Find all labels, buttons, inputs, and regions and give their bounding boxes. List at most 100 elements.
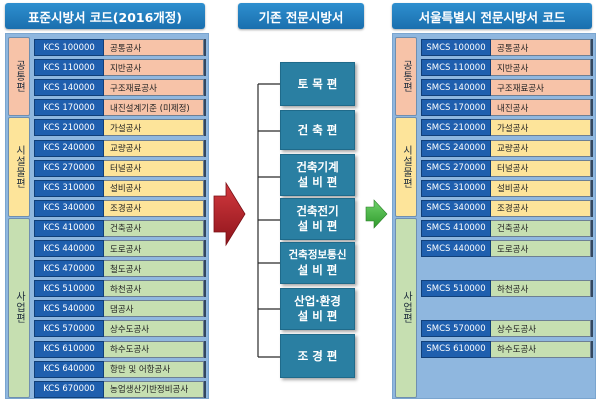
left-code-label: KCS 610000 [34, 340, 104, 358]
left-row-end-marker [204, 260, 206, 278]
left-code-label: KCS 210000 [34, 119, 104, 137]
right-work-name: 내진공사 [491, 99, 591, 117]
left-row-end-marker [204, 39, 206, 56]
red-right-arrow-icon [213, 181, 246, 247]
existing-spec-line1: 건 축 편 [297, 122, 338, 137]
left-row-end-marker [204, 159, 206, 177]
left-work-name: 교량공사 [104, 139, 204, 157]
left-row-end-marker [204, 280, 206, 298]
right-category-2: 사업편 [395, 217, 417, 398]
right-work-name: 터널공사 [491, 159, 591, 177]
right-code-label: SMCS 510000 [421, 280, 491, 298]
right-work-name: 도로공사 [491, 240, 591, 257]
existing-spec-line1: 건축전기 [296, 204, 339, 218]
existing-spec-line2: 설 비 편 [297, 309, 338, 323]
existing-spec-line1: 건축기계 [296, 160, 339, 174]
right-row-end-marker [591, 59, 593, 77]
left-code-label: KCS 110000 [34, 59, 104, 77]
right-row-end-marker [591, 280, 593, 298]
right-work-name: 공통공사 [491, 39, 591, 56]
existing-spec-line2: 설 비 편 [297, 263, 338, 277]
left-work-name: 설비공사 [104, 179, 204, 197]
right-row-end-marker [591, 179, 593, 197]
right-row-end-marker [591, 159, 593, 177]
left-category-label: 사업편 [13, 291, 25, 325]
existing-spec-box-1: 토 목 편 [280, 62, 355, 106]
right-row-end-marker [591, 199, 593, 217]
left-code-label: KCS 340000 [34, 199, 104, 217]
left-code-label: KCS 100000 [34, 39, 104, 56]
left-code-label: KCS 670000 [34, 380, 104, 398]
right-work-name: 조경공사 [491, 199, 591, 217]
left-row-end-marker [204, 79, 206, 97]
left-work-name: 내진설계기준 (미제정) [104, 99, 204, 117]
left-work-name: 공통공사 [104, 39, 204, 56]
right-row-end-marker [591, 79, 593, 97]
right-code-label: SMCS 110000 [421, 59, 491, 77]
right-code-label: SMCS 100000 [421, 39, 491, 56]
left-work-name: 도로공사 [104, 240, 204, 257]
right-code-label: SMCS 270000 [421, 159, 491, 177]
left-category-label: 공통편 [13, 60, 25, 94]
left-work-name: 상수도공사 [104, 320, 204, 338]
right-code-label: SMCS 240000 [421, 139, 491, 157]
right-code-label: SMCS 210000 [421, 119, 491, 137]
right-code-label: SMCS 570000 [421, 320, 491, 338]
left-code-label: KCS 470000 [34, 260, 104, 278]
right-work-name: 가설공사 [491, 119, 591, 137]
left-work-name: 가설공사 [104, 119, 204, 137]
left-code-label: KCS 170000 [34, 99, 104, 117]
left-work-name: 하수도공사 [104, 340, 204, 358]
right-work-name: 상수도공사 [491, 320, 591, 338]
left-code-label: KCS 310000 [34, 179, 104, 197]
existing-spec-box-2: 건 축 편 [280, 110, 355, 150]
left-code-label: KCS 640000 [34, 360, 104, 378]
middle-header: 기존 전문시방서 [238, 3, 364, 29]
left-work-name: 건축공사 [104, 219, 204, 237]
right-row-end-marker [591, 139, 593, 157]
existing-spec-line2: 설 비 편 [297, 219, 338, 233]
left-category-2: 사업편 [8, 217, 30, 398]
right-code-label: SMCS 410000 [421, 219, 491, 237]
left-work-name: 하천공사 [104, 280, 204, 298]
right-code-label: SMCS 140000 [421, 79, 491, 97]
right-code-label: SMCS 440000 [421, 240, 491, 257]
left-work-name: 터널공사 [104, 159, 204, 177]
right-category-1: 시설물편 [395, 117, 417, 217]
existing-spec-line2: 설 비 편 [297, 175, 338, 189]
right-work-name: 하수도공사 [491, 340, 591, 358]
left-code-label: KCS 270000 [34, 159, 104, 177]
left-category-0: 공통편 [8, 37, 30, 117]
green-right-arrow-icon [365, 199, 388, 229]
right-work-name: 하천공사 [491, 280, 591, 298]
left-row-end-marker [204, 380, 206, 398]
existing-spec-line1: 건축정보통신 [288, 249, 347, 261]
right-work-name: 지반공사 [491, 59, 591, 77]
right-row-end-marker [591, 39, 593, 56]
left-code-label: KCS 410000 [34, 219, 104, 237]
left-work-name: 조경공사 [104, 199, 204, 217]
left-row-end-marker [204, 300, 206, 318]
right-work-name: 구조재료공사 [491, 79, 591, 97]
left-code-label: KCS 540000 [34, 300, 104, 318]
right-code-label: SMCS 340000 [421, 199, 491, 217]
left-work-name: 댐공사 [104, 300, 204, 318]
